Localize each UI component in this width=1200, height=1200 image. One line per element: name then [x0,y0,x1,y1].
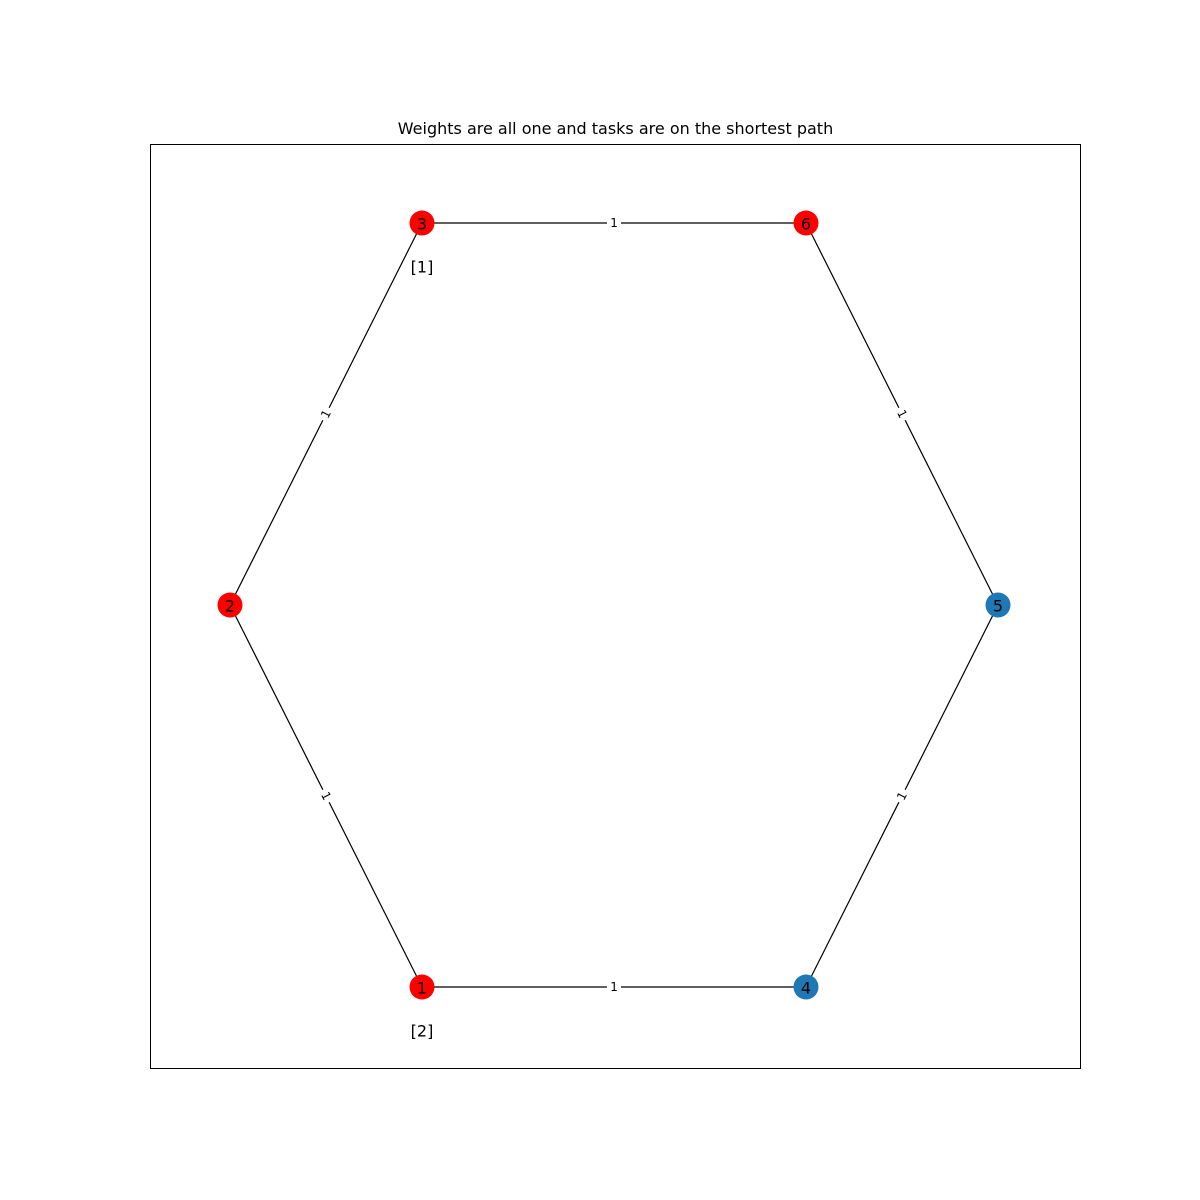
node-5: 5 [985,592,1011,618]
edge-weight-text: 1 [610,216,618,230]
edge-weight-label: 1 [607,216,621,230]
node-label: 3 [417,215,427,234]
node-circle [985,592,1011,618]
edge-weight-text: 1 [610,980,618,994]
edges-layer [229,222,999,988]
node-4: 4 [793,974,819,1000]
node-2: 2 [217,592,243,618]
node-6: 6 [793,210,819,236]
graph-title: Weights are all one and tasks are on the… [397,119,834,138]
node-label: 2 [225,597,235,616]
node-1: 1 [409,974,435,1000]
task-label: [1] [411,258,434,277]
edge-weight-label: 1 [892,786,912,806]
node-3: 3 [409,210,435,236]
node-label: 6 [801,215,811,234]
edge-weight-label: 1 [607,980,621,994]
node-label: 4 [801,979,811,998]
node-circle [217,592,243,618]
node-label: 1 [417,979,427,998]
edge-weight-label: 1 [316,786,336,806]
node-label: 5 [993,597,1003,616]
edge-weight-label: 1 [316,404,336,424]
node-circle [793,210,819,236]
edge-labels-layer: 1 1 1 1 1 1 [316,216,912,994]
node-circle [409,210,435,236]
node-circle [793,974,819,1000]
plot-frame [150,144,1081,1069]
task-labels-layer: [2] [1] [411,258,434,1041]
edge-weight-label: 1 [892,404,912,424]
nodes-layer: 1 2 3 4 5 6 [217,210,1011,1000]
node-circle [409,974,435,1000]
task-label: [2] [411,1022,434,1041]
